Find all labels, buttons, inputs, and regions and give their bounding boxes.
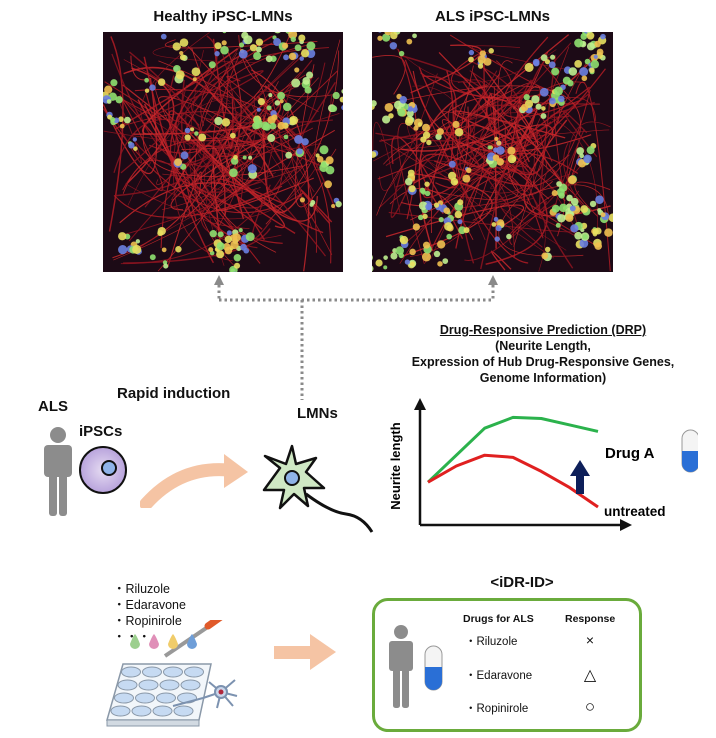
idr-row-response: ○ [584,697,596,716]
als-lmn-micrograph [372,32,613,272]
screening-drug-list: ・Riluzole ・Edaravone ・Ropinirole ・・・ [113,581,186,645]
well-plate-icon [106,620,238,727]
drp-line-3: Genome Information) [479,371,607,385]
drp-line-1: (Neurite Length, [495,339,591,353]
well [142,666,162,678]
idr-row-response: × [585,632,595,648]
healthy-lmn-micrograph [103,32,343,272]
well [163,666,183,678]
lmns-label: LMNs [297,405,338,422]
idr-row-drug: ・Riluzole [465,636,518,648]
col-header-drugs: Drugs for ALS [463,613,534,625]
well [121,666,141,678]
well [110,705,131,717]
lmn-neuron-icon [262,444,374,533]
screening-drug: ・Riluzole [113,582,170,596]
arrowhead-als [488,275,498,285]
idr-id-title: <iDR-ID> [490,574,554,591]
drp-heading: Drug-Responsive Prediction (DRP) (Neurit… [370,322,716,386]
y-axis-label: Neurite length [388,422,403,509]
well [131,705,152,717]
chart-axes [414,398,632,531]
idr-row-response: △ [583,667,597,684]
well [135,692,155,704]
ipsc-cell-icon [79,446,127,494]
drp-line-2: Expression of Hub Drug-Responsive Genes, [411,355,675,369]
series-line-untreated [427,453,599,509]
well [114,692,134,704]
patient-capsule-icon [424,645,443,691]
well [159,679,180,691]
healthy-panel-title: Healthy iPSC-LMNs [153,8,293,25]
screening-drug: ・Edaravone [113,598,186,612]
ipscs-label: iPSCs [79,423,123,440]
drp-title: Drug-Responsive Prediction (DRP) [439,323,647,337]
well [156,692,176,704]
idr-row-drug: ・Ropinirole [465,703,529,715]
drp-chart: Neurite length Drug A untreated [388,398,698,531]
well [173,705,194,717]
als-panel-title: ALS iPSC-LMNs [434,8,550,25]
screening-drug-ellipsis: ・・・ [113,630,151,644]
arrowhead-healthy [214,275,224,285]
person-icon [44,427,72,516]
dotted-connector [214,275,498,400]
induction-arrow-icon [140,454,248,508]
als-label: ALS [38,398,68,415]
idr-id-card: Drugs for ALS Response ・Riluzole × ・Edar… [372,598,642,732]
well [138,679,159,691]
series-line-drug-a [426,415,599,484]
screening-arrow-icon [274,634,336,670]
capsule-icon [681,429,698,473]
well [184,666,204,678]
screening-drug: ・Ropinirole [113,614,182,628]
small-neuron-icon [172,679,238,709]
well [180,679,201,691]
well [152,705,173,717]
idr-row-drug: ・Edaravone [465,670,533,682]
col-header-response: Response [565,613,616,625]
well [117,679,138,691]
series-label-drug-a: Drug A [605,445,655,462]
series-label-untreated: untreated [604,504,666,519]
improvement-arrow-icon [570,460,590,494]
rapid-induction-label: Rapid induction [117,385,231,402]
patient-person-icon [389,625,413,708]
